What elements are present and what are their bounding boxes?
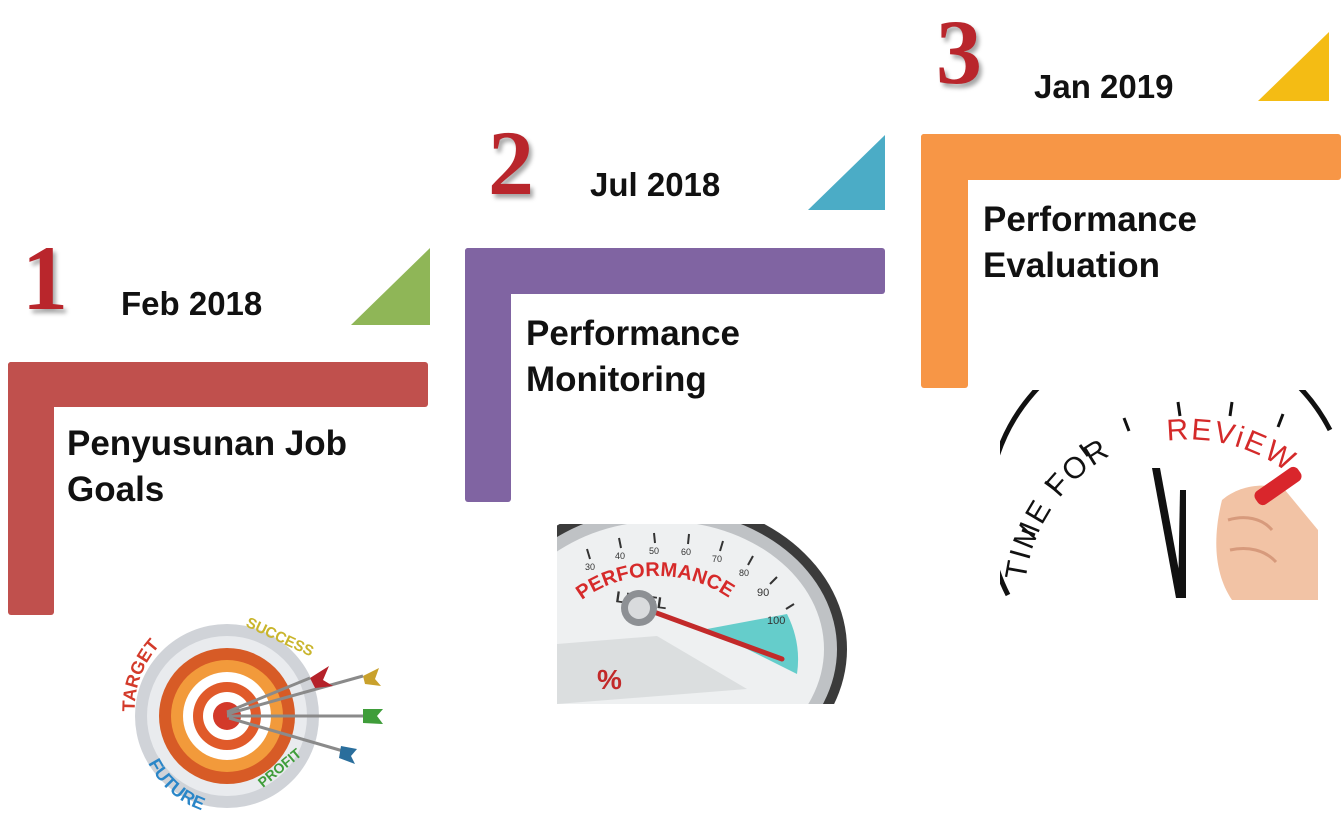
step-title-line: Performance xyxy=(983,200,1197,239)
triangle-icon xyxy=(1258,32,1329,101)
illustration-word: TIME FOR xyxy=(1000,432,1114,582)
step-bracket-top xyxy=(921,134,1341,180)
illustration-word: REViEW xyxy=(1166,413,1301,478)
triangle-icon xyxy=(808,135,885,210)
step-title-line: Goals xyxy=(67,470,165,509)
gauge-tick: 100 xyxy=(767,615,785,627)
svg-text:REViEW: REViEW xyxy=(1166,413,1303,478)
clock-review-icon: TIME FOR REViEW xyxy=(1000,390,1333,600)
step-number: 3 xyxy=(936,1,982,103)
gauge-tick: 50 xyxy=(649,546,659,556)
step-date: Jul 2018 xyxy=(590,166,721,203)
step-bracket-top xyxy=(465,248,885,294)
step-bracket-side xyxy=(921,134,968,388)
gauge-tick: 30 xyxy=(585,562,595,572)
gauge-tick: 90 xyxy=(757,587,769,599)
gauge-tick: 60 xyxy=(681,547,691,557)
step-title-line: Monitoring xyxy=(526,360,707,399)
target-arrows-icon: TARGET SUCCESS PROFIT FUTURE xyxy=(119,614,383,814)
step-title-line: Performance xyxy=(526,314,740,353)
step-title: Penyusunan Job Goals xyxy=(67,421,347,513)
svg-text:TIME FOR: TIME FOR xyxy=(1000,432,1116,582)
step-number: 2 xyxy=(488,112,534,214)
step-bracket-top xyxy=(8,362,428,407)
step-title: Performance Monitoring xyxy=(526,311,740,403)
step-title-line: Penyusunan Job xyxy=(67,424,348,463)
gauge-tick: 80 xyxy=(739,568,749,578)
speedometer-gauge-icon: 30 40 50 60 70 80 90 100 PERFORMANCE LEV… xyxy=(557,524,847,704)
illustration-word: % xyxy=(597,664,622,695)
step-title: Performance Evaluation xyxy=(983,197,1197,289)
step-title-line: Evaluation xyxy=(983,246,1160,285)
step-bracket-side xyxy=(465,248,511,502)
step-number: 1 xyxy=(22,227,68,329)
step-date: Jan 2019 xyxy=(1034,68,1174,105)
step-date: Feb 2018 xyxy=(121,285,263,322)
gauge-tick: 70 xyxy=(712,554,722,564)
triangle-icon xyxy=(351,248,430,325)
gauge-tick: 40 xyxy=(615,551,625,561)
step-bracket-side xyxy=(8,362,54,615)
